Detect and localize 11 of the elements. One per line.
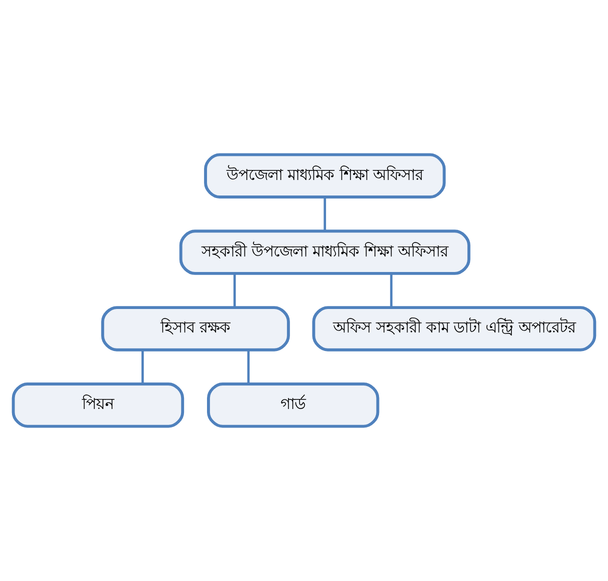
node-box: গার্ড xyxy=(207,382,380,428)
node-box: পিয়ন xyxy=(12,382,184,428)
connector xyxy=(141,350,144,384)
node-box: উপজেলা মাধ্যমিক শিক্ষা অফিসার xyxy=(204,153,446,198)
node-box: সহকারী উপজেলা মাধ্যমিক শিক্ষা অফিসার xyxy=(179,230,470,275)
node-box: হিসাব রক্ষক xyxy=(101,306,290,352)
node-box: অফিস সহকারী কাম ডাটা এন্ট্রি অপারেটর xyxy=(312,306,596,352)
connector xyxy=(233,274,236,308)
connector xyxy=(247,350,250,384)
connector xyxy=(324,197,326,232)
connector xyxy=(390,274,392,308)
